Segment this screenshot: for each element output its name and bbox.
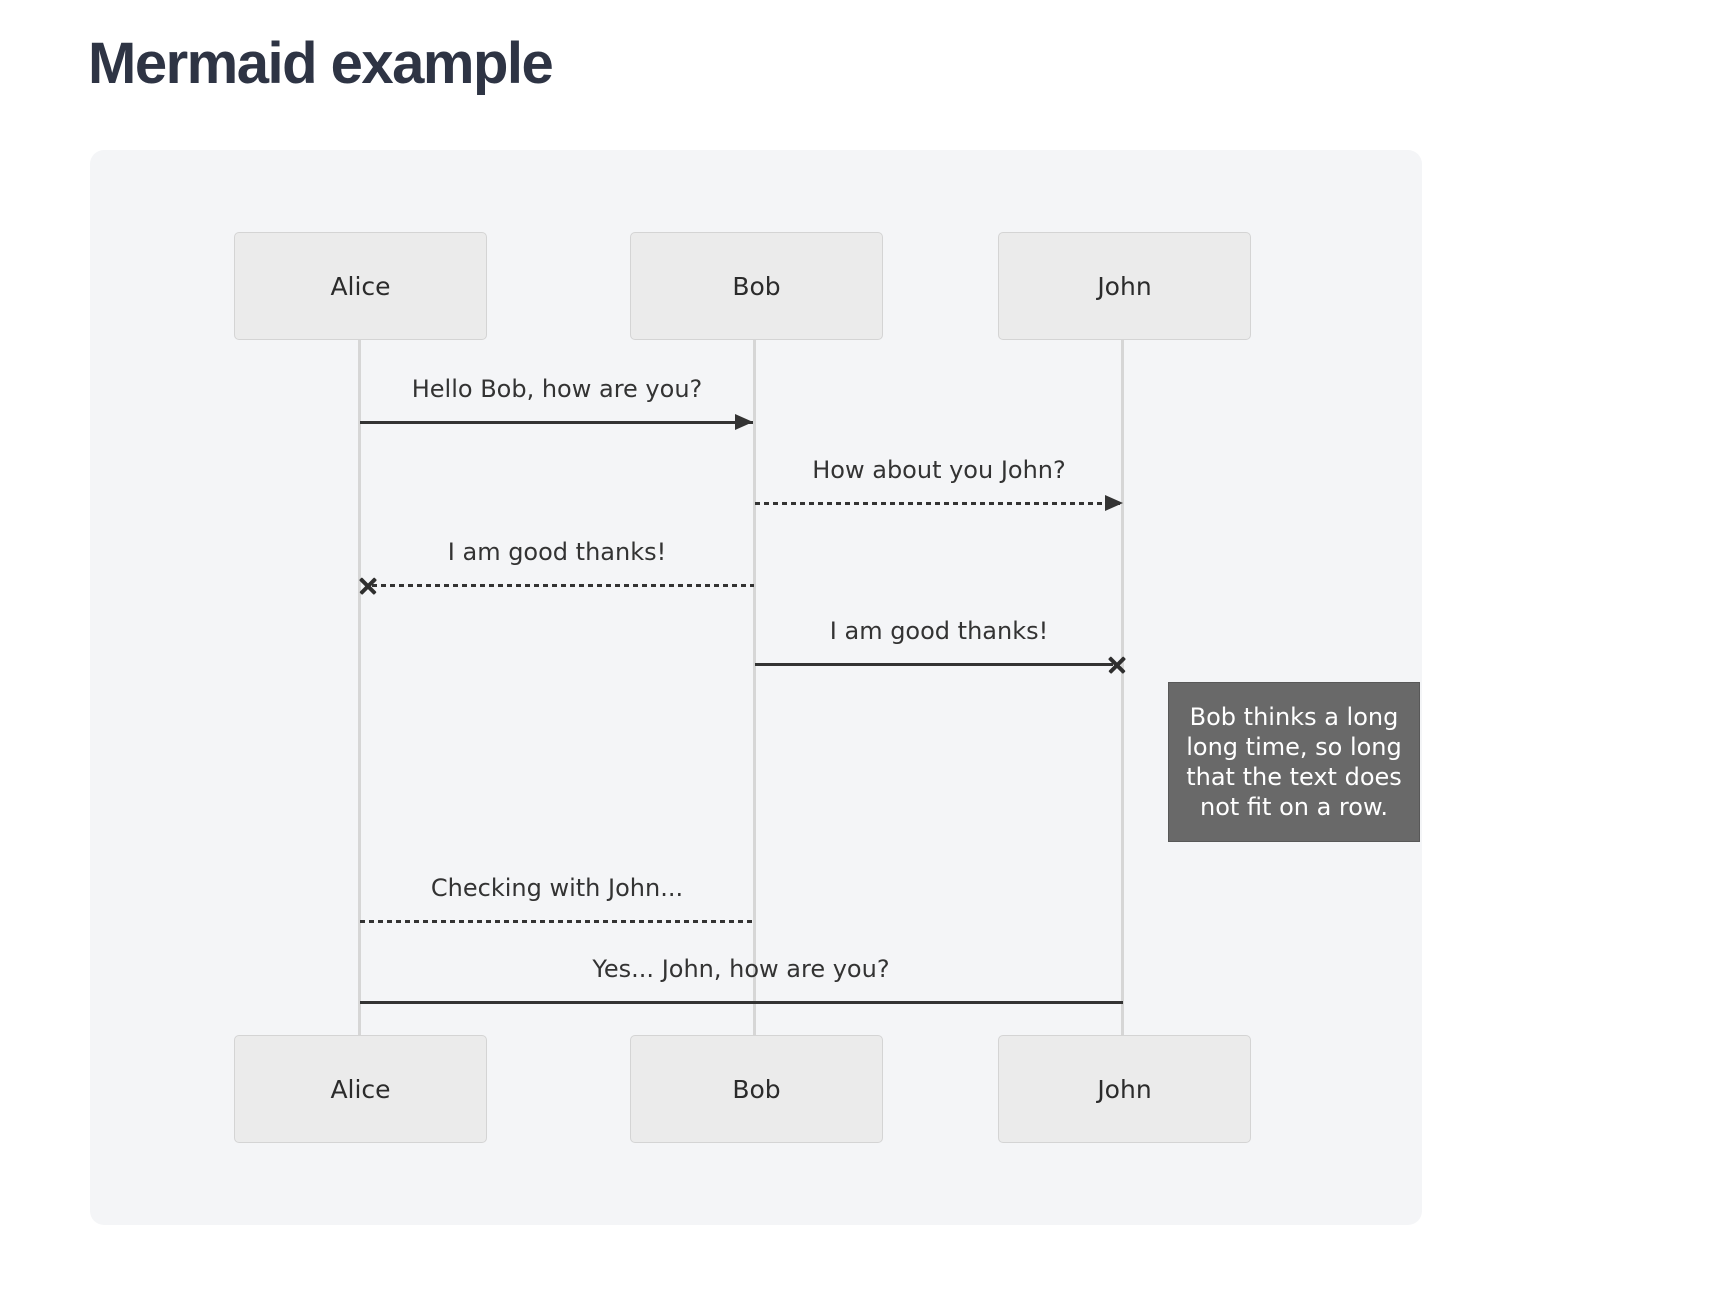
page-title: Mermaid example xyxy=(88,31,554,96)
actor-bottom-alice: Alice xyxy=(234,1035,487,1143)
message-label: How about you John? xyxy=(812,456,1066,484)
message-line-solid xyxy=(755,663,1113,666)
sequence-diagram: Alice Bob John Hello Bob, how are you? H… xyxy=(90,150,1422,1225)
message-label: Yes... John, how are you? xyxy=(592,955,890,983)
message-line-solid xyxy=(360,1001,1123,1004)
actor-top-john: John xyxy=(998,232,1251,340)
lifeline-bob xyxy=(753,340,756,1035)
message-label: Hello Bob, how are you? xyxy=(411,375,703,403)
actor-label: Bob xyxy=(732,271,781,301)
message-line-solid xyxy=(360,421,753,424)
actor-top-alice: Alice xyxy=(234,232,487,340)
actor-label: Alice xyxy=(330,271,391,301)
diagram-panel: Alice Bob John Hello Bob, how are you? H… xyxy=(90,150,1422,1225)
actor-top-bob: Bob xyxy=(630,232,883,340)
arrowhead-icon xyxy=(735,414,753,430)
cross-icon xyxy=(358,576,378,596)
note-box: Bob thinks a long long time, so long tha… xyxy=(1168,682,1420,842)
actor-label: Alice xyxy=(330,1074,391,1104)
actor-bottom-bob: Bob xyxy=(630,1035,883,1143)
arrowhead-icon xyxy=(1105,495,1123,511)
actor-bottom-john: John xyxy=(998,1035,1251,1143)
message-label: Checking with John... xyxy=(430,874,684,902)
message-line-dashed xyxy=(755,502,1123,505)
message-line-dashed xyxy=(372,584,754,587)
actor-label: Bob xyxy=(732,1074,781,1104)
lifeline-alice xyxy=(358,340,361,1035)
actor-label: John xyxy=(1097,1074,1152,1104)
message-label: I am good thanks! xyxy=(447,538,667,566)
cross-icon xyxy=(1107,655,1127,675)
message-label: I am good thanks! xyxy=(829,617,1049,645)
actor-label: John xyxy=(1097,271,1152,301)
lifeline-john xyxy=(1121,340,1124,1035)
message-line-dashed xyxy=(360,920,754,923)
note-text: Bob thinks a long long time, so long tha… xyxy=(1186,703,1402,821)
